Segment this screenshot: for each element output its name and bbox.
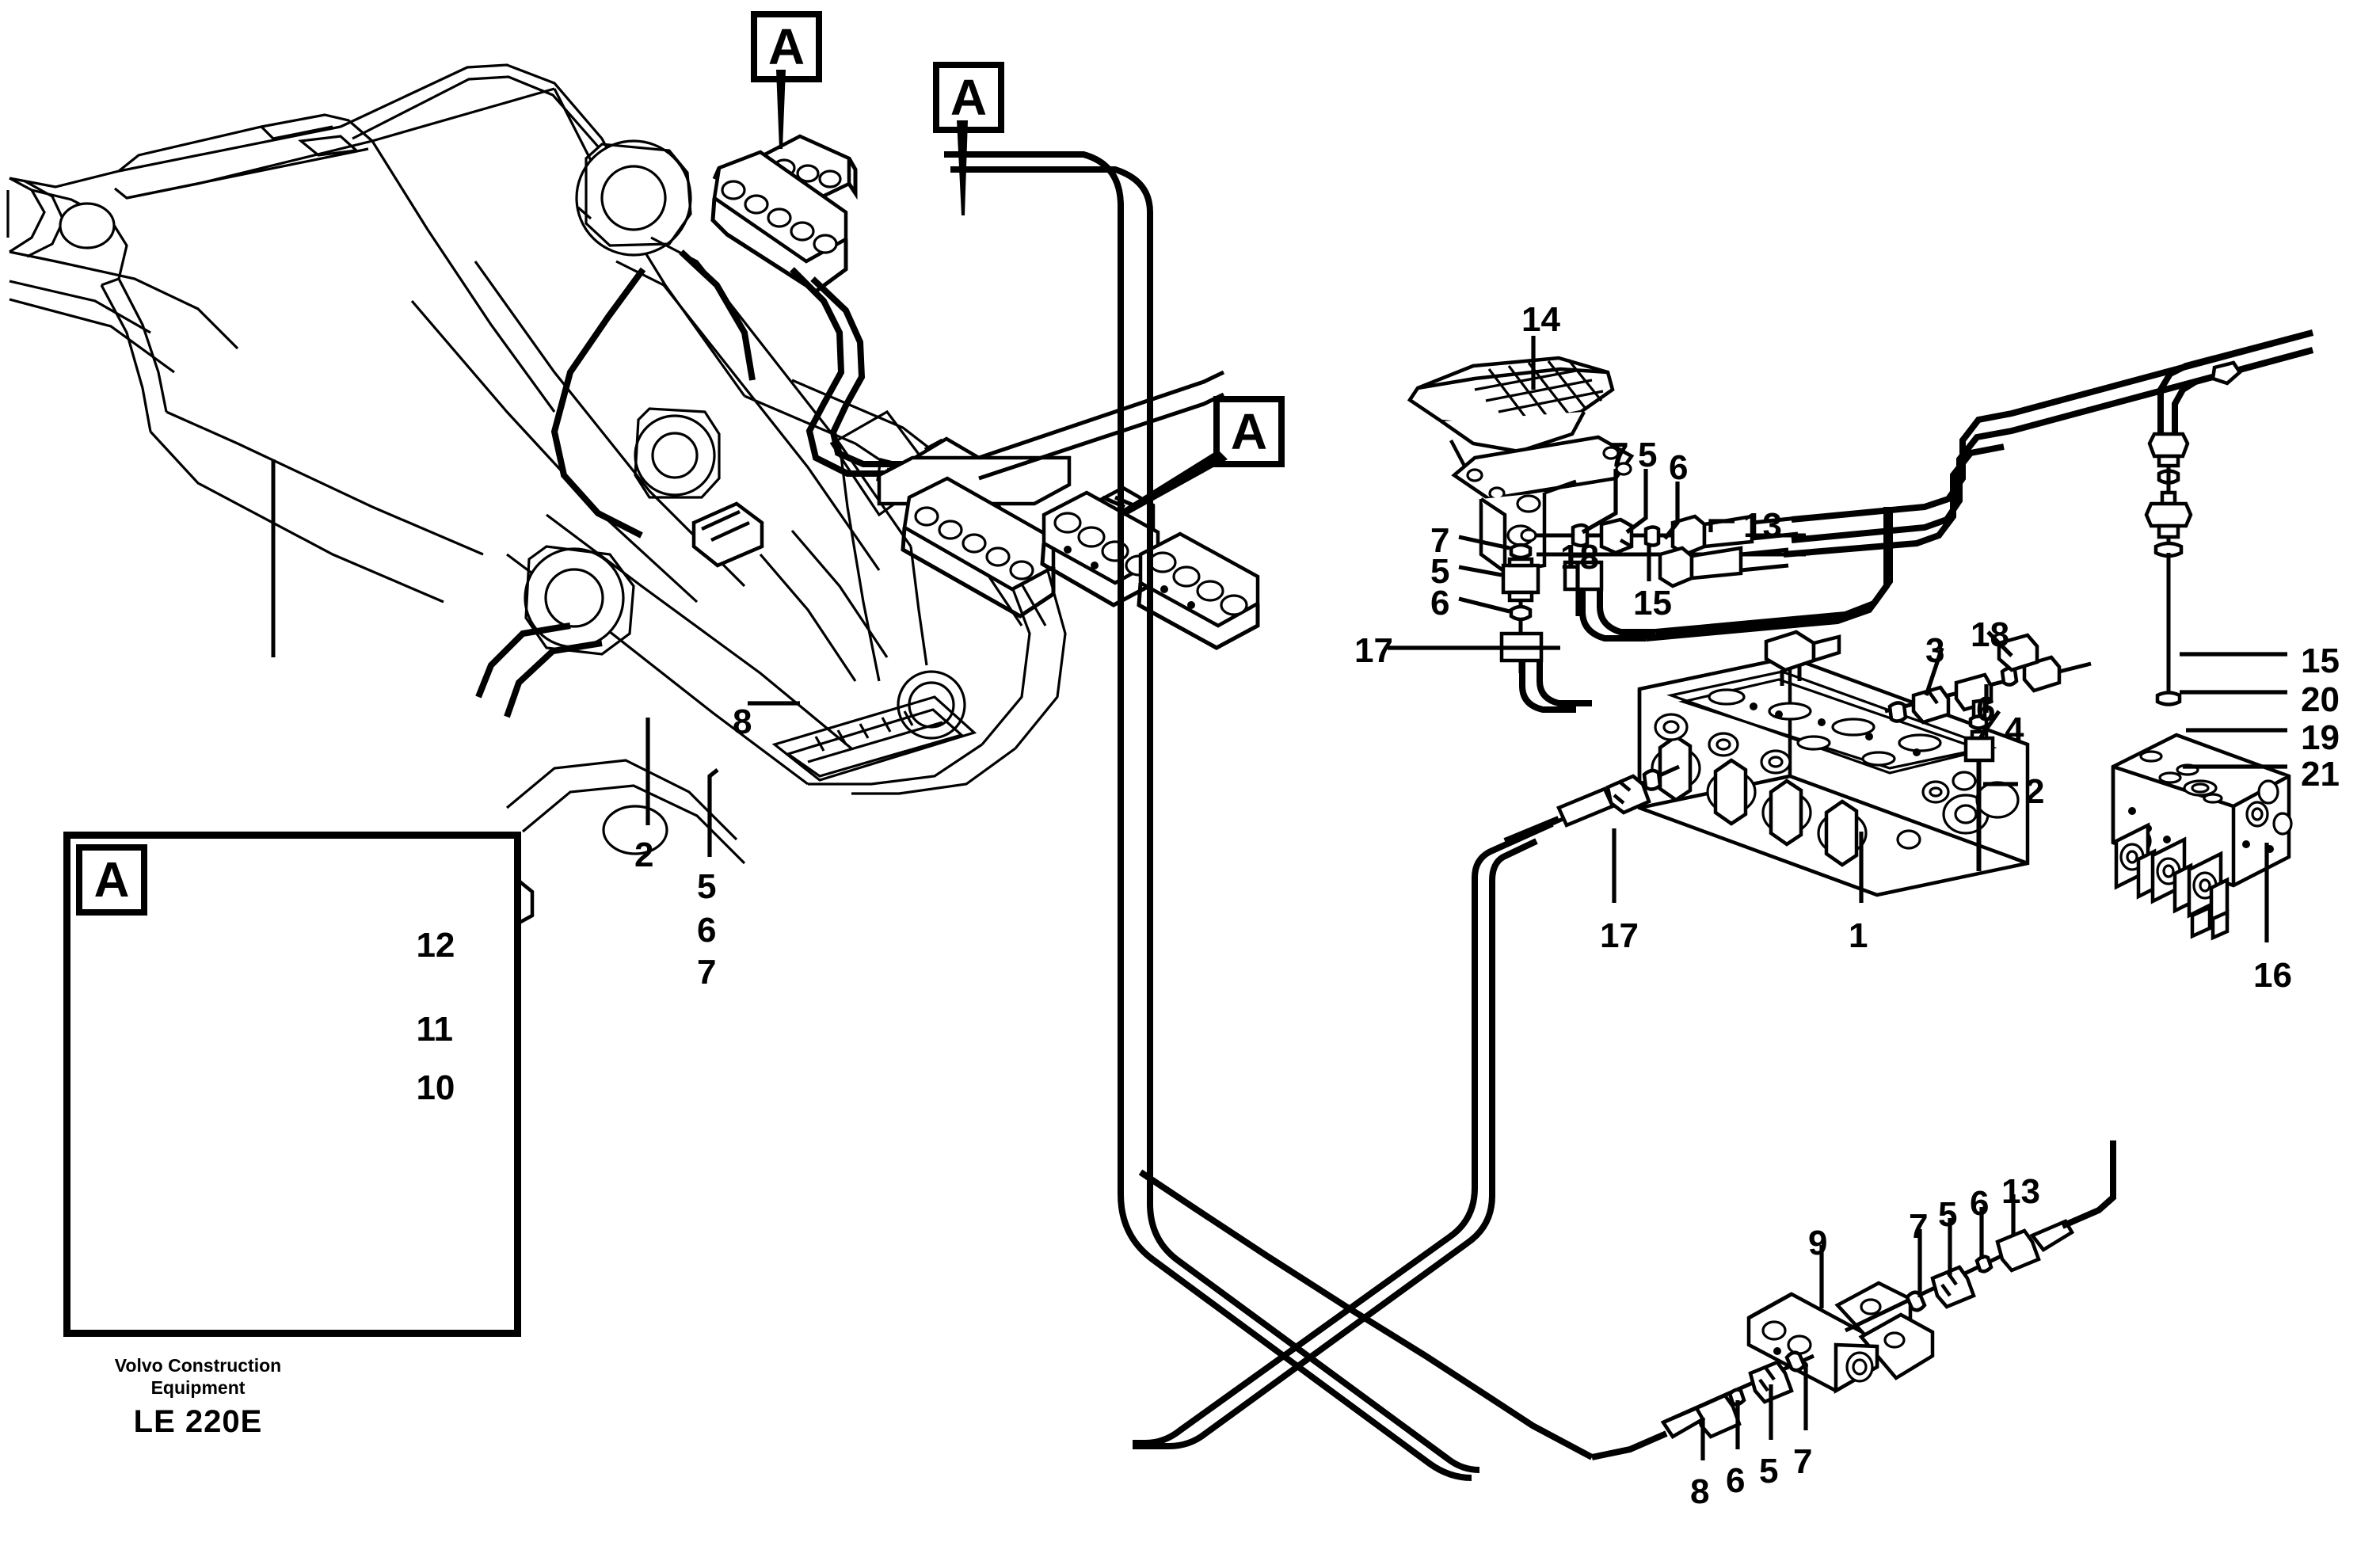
part-number-label: 18	[1560, 538, 1599, 577]
part-number-label: 6	[1726, 1461, 1746, 1500]
part-number-label: 7	[697, 953, 717, 992]
leader-lines	[645, 336, 2287, 1460]
detail-view-box	[63, 832, 521, 1337]
callout-a-2-pointer	[957, 120, 968, 215]
part-number-label: 6	[1669, 448, 1689, 487]
hose-clamp-block-upper-left	[710, 134, 939, 477]
callout-a-3-label: A	[1230, 403, 1268, 460]
detail-item-11: 11	[416, 1010, 453, 1049]
pedal-fittings	[1499, 329, 2314, 713]
valve-block-fittings	[1503, 633, 2092, 871]
part-number-label: 2	[634, 836, 654, 874]
detail-item-10: 10	[416, 1068, 455, 1107]
part-number-label: 3	[1925, 631, 1945, 670]
callout-a-1: A	[751, 11, 822, 82]
part-number-label: 17	[1600, 916, 1639, 955]
callout-a-1-pointer	[776, 70, 786, 149]
part-number-label: 5	[1430, 552, 1450, 591]
part-number-label: 14	[1521, 300, 1560, 339]
part-number-label: 17	[1354, 631, 1393, 670]
part-number-label: 20	[2301, 680, 2340, 719]
part-number-label: 6	[1970, 1184, 1990, 1223]
footer-model: LE 220E	[133, 1404, 263, 1440]
secondary-valve-block	[2111, 329, 2314, 941]
hose-clamp-block-center	[877, 370, 1225, 619]
part-number-label: 1	[1849, 916, 1868, 955]
footer-block: Volvo Construction Equipment LE 220E	[63, 1354, 333, 1440]
part-number-label: 21	[2301, 755, 2340, 794]
part-number-label: 8	[733, 702, 752, 741]
main-valve-block	[1637, 630, 2030, 897]
callout-a-2: A	[933, 62, 1004, 133]
callout-a-1-label: A	[767, 18, 805, 75]
part-number-label: 5	[1759, 1452, 1779, 1491]
part-number-label: 6	[1976, 690, 1996, 729]
part-number-label: 2	[2025, 772, 2045, 811]
part-number-label: 7	[1909, 1207, 1929, 1246]
part-number-label: 4	[2005, 710, 2024, 749]
part-number-label: 16	[2253, 956, 2292, 995]
long-hose-loop	[1133, 820, 1594, 1460]
detail-view-label: A	[76, 844, 147, 916]
main-hose-routing	[944, 151, 1480, 1481]
part-number-label: 5	[697, 867, 717, 906]
footer-line-1: Volvo Construction	[114, 1355, 282, 1376]
detail-item-12: 12	[416, 926, 455, 965]
part-number-label: 19	[2301, 718, 2340, 757]
part-number-label: 15	[2301, 642, 2340, 680]
part-number-label: 13	[1743, 506, 1782, 545]
part-number-label: 6	[1430, 584, 1450, 622]
part-number-label: 6	[697, 911, 717, 950]
part-number-label: 5	[1638, 436, 1658, 474]
pedal-assembly	[1407, 356, 1635, 574]
part-number-label: 15	[1633, 584, 1672, 622]
callout-a-2-label: A	[950, 69, 988, 126]
part-number-label: 7	[1609, 436, 1629, 474]
part-number-label: 13	[2001, 1172, 2040, 1211]
part-number-label: 9	[1808, 1224, 1828, 1262]
footer-line-2: Equipment	[150, 1377, 246, 1399]
part-number-label: 18	[1971, 615, 2009, 654]
part-number-label: 7	[1430, 521, 1450, 560]
part-number-label: 7	[1793, 1442, 1813, 1481]
callout-a-3-pointer	[1121, 450, 1228, 516]
callout-a-3: A	[1213, 396, 1285, 467]
detail-view-label-text: A	[93, 852, 130, 908]
part-number-label: 8	[1690, 1472, 1710, 1511]
lower-manifold-assembly	[1591, 1140, 2116, 1460]
part-number-label: 5	[1938, 1195, 1958, 1234]
